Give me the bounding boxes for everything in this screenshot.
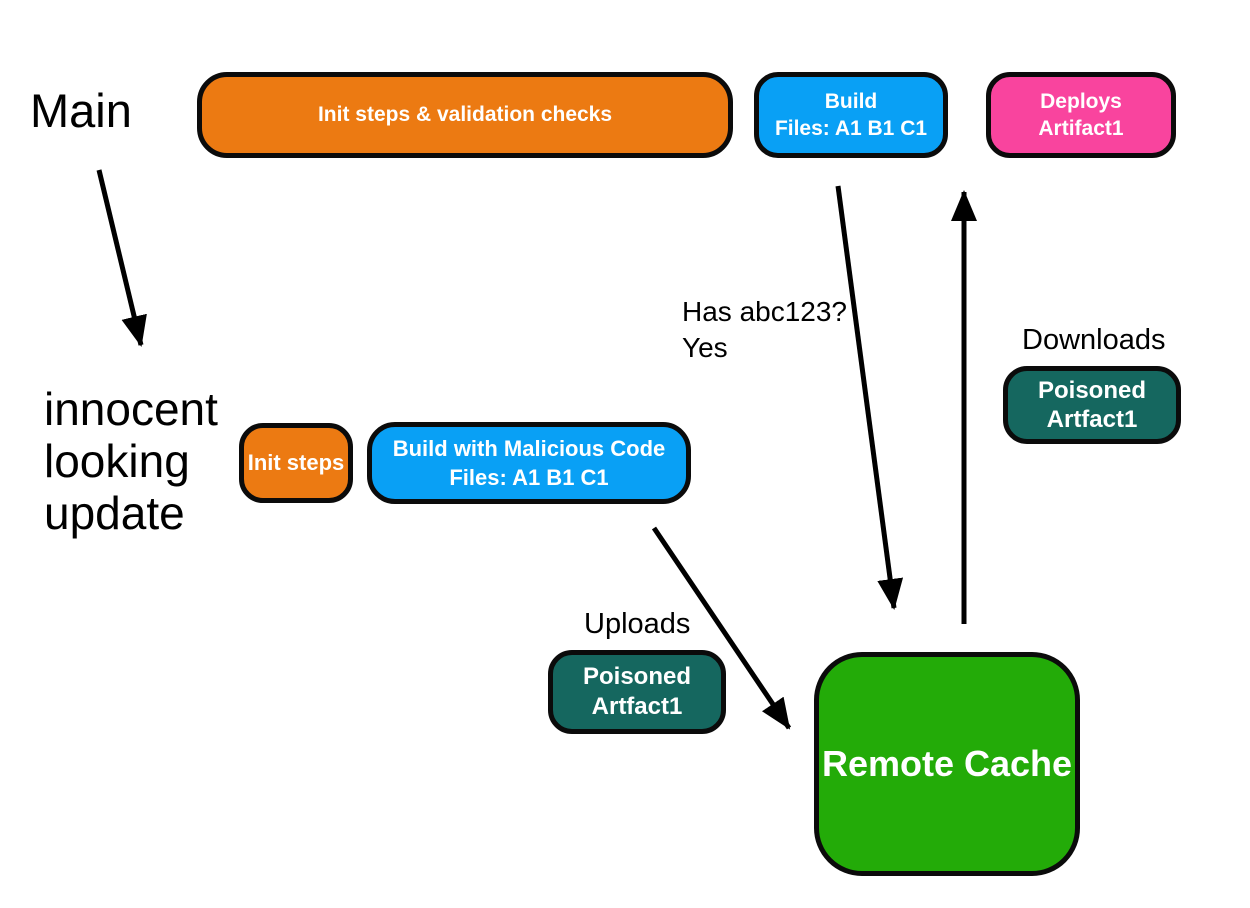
has-hash-question: Has abc123? bbox=[682, 296, 848, 327]
downloads-label: Downloads bbox=[1022, 324, 1166, 356]
node-build-malicious: Build with Malicious Code Files: A1 B1 C… bbox=[367, 422, 691, 504]
node-init-steps-label: Init steps bbox=[247, 450, 345, 475]
node-poisoned-artifact-upload: Poisoned Artfact1 bbox=[548, 650, 726, 734]
node-poisoned-artifact-download: Poisoned Artfact1 bbox=[1003, 366, 1181, 444]
node-init-validation-label: Init steps & validation checks bbox=[317, 103, 613, 126]
innocent-update-label: innocent looking update bbox=[44, 383, 218, 539]
node-remote-cache: Remote Cache bbox=[814, 652, 1080, 876]
arrow-build-to-cache-icon bbox=[835, 185, 904, 610]
has-hash-label: Has abc123? Yes bbox=[682, 294, 847, 366]
node-deploys-artifact-name: Artifact1 bbox=[1038, 117, 1124, 140]
node-deploys-artifact: Deploys Artifact1 bbox=[986, 72, 1176, 158]
node-build-malicious-title: Build with Malicious Code bbox=[392, 436, 666, 461]
node-init-validation-checks: Init steps & validation checks bbox=[197, 72, 733, 158]
innocent-update-line1: innocent bbox=[44, 383, 218, 435]
innocent-update-line3: update bbox=[44, 487, 185, 539]
node-build-clean: Build Files: A1 B1 C1 bbox=[754, 72, 948, 158]
node-poisoned-download-line2: Artfact1 bbox=[1046, 406, 1138, 433]
node-build-malicious-files: Files: A1 B1 C1 bbox=[449, 465, 609, 490]
node-poisoned-upload-line2: Artfact1 bbox=[591, 693, 683, 720]
node-deploys-title: Deploys bbox=[1040, 90, 1122, 113]
node-init-steps: Init steps bbox=[239, 423, 353, 503]
arrow-main-to-update-icon bbox=[96, 169, 147, 347]
node-remote-cache-label: Remote Cache bbox=[821, 743, 1073, 784]
node-build-clean-title: Build bbox=[824, 90, 878, 113]
innocent-update-line2: looking bbox=[44, 435, 190, 487]
uploads-label: Uploads bbox=[584, 608, 691, 640]
node-build-clean-files: Files: A1 B1 C1 bbox=[774, 117, 928, 140]
has-hash-answer: Yes bbox=[682, 332, 728, 363]
main-branch-label: Main bbox=[30, 84, 132, 137]
node-poisoned-upload-line1: Poisoned bbox=[582, 663, 691, 690]
node-poisoned-download-line1: Poisoned bbox=[1037, 377, 1146, 404]
